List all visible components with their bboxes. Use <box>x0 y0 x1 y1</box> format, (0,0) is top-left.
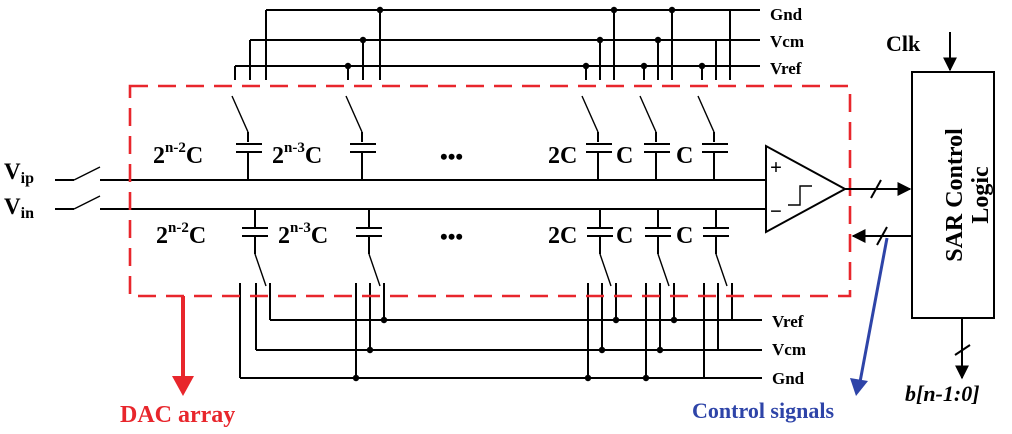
bottom-vref-label: Vref <box>772 312 804 331</box>
bottom-ellipsis: ••• <box>440 224 463 249</box>
control-signals-arrowhead <box>850 378 868 396</box>
switch <box>697 95 715 133</box>
top-ellipsis: ••• <box>440 144 463 169</box>
bottom-cap-label-1: 2n-2C <box>156 220 206 249</box>
bus-slash <box>870 179 882 199</box>
top-switches <box>231 95 715 142</box>
top-cap-label-2: 2n-3C <box>272 140 322 169</box>
bottom-cap-label-4: C <box>616 223 633 249</box>
switch <box>368 253 381 287</box>
bottom-cap-label-2: 2n-3C <box>278 220 328 249</box>
switch <box>581 95 599 133</box>
comparator <box>765 144 848 234</box>
clk-label: Clk <box>886 31 921 56</box>
switch <box>639 95 657 133</box>
top-cap-label-5: C <box>676 143 693 169</box>
bottom-vcm-label: Vcm <box>772 340 806 359</box>
sar-control-logic-block <box>911 71 995 319</box>
top-capacitors <box>236 143 728 180</box>
hysteresis-icon <box>788 185 812 206</box>
bus-slash <box>876 226 888 246</box>
switch <box>231 95 249 133</box>
input-switches <box>55 166 766 210</box>
switch <box>599 253 612 287</box>
top-cap-label-1: 2n-2C <box>153 140 203 169</box>
output-bus-label: b[n-1:0] <box>905 381 980 406</box>
bottom-cap-label-5: C <box>676 223 693 249</box>
top-cap-label-3: 2C <box>548 143 577 169</box>
top-cap-label-4: C <box>616 143 633 169</box>
switch <box>657 253 670 287</box>
dac-array-arrowhead <box>172 376 194 396</box>
switch <box>715 253 728 287</box>
top-gnd-label: Gnd <box>770 5 803 24</box>
vip-switch <box>73 166 101 181</box>
top-vcm-label: Vcm <box>770 32 804 51</box>
vin-label: Vin <box>4 194 34 222</box>
bottom-rails <box>239 283 762 382</box>
bottom-cap-label-3: 2C <box>548 223 577 249</box>
top-vref-label: Vref <box>770 59 802 78</box>
bus-slash <box>954 344 971 356</box>
vin-switch <box>73 195 101 210</box>
vip-label: Vip <box>4 159 34 187</box>
sar-block-line2: Logic <box>968 166 994 224</box>
bottom-capacitors <box>242 209 729 254</box>
bottom-gnd-label: Gnd <box>772 369 805 388</box>
dac-array-label: DAC array <box>120 402 235 428</box>
comparator-triangle <box>765 144 848 234</box>
comparator-minus: − <box>770 199 782 223</box>
switch <box>254 253 267 287</box>
sar-block-line1: SAR Control <box>942 128 968 262</box>
control-signals-arrow <box>858 237 889 383</box>
control-signals-label: Control signals <box>692 398 834 423</box>
dac-array-box <box>128 84 852 298</box>
bottom-switches <box>254 253 728 287</box>
switch <box>345 95 363 133</box>
top-rails <box>234 6 760 80</box>
comparator-plus: + <box>770 155 782 179</box>
